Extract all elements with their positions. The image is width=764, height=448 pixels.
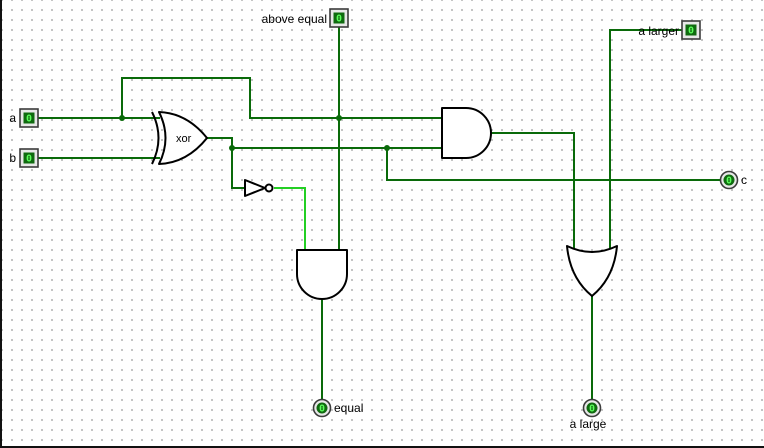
label-b: b xyxy=(9,151,16,165)
not-gate[interactable] xyxy=(244,179,274,197)
and-gate-equal[interactable] xyxy=(296,249,348,300)
wire-a-larger[interactable] xyxy=(609,29,682,258)
pin-above-equal-face xyxy=(333,12,345,24)
pin-above-equal-value: 0 xyxy=(336,14,342,25)
xor-gate-body xyxy=(158,111,208,165)
pin-above-equal[interactable]: 0 xyxy=(329,8,349,28)
pin-a-larger[interactable]: 0 xyxy=(681,20,701,40)
or-gate[interactable] xyxy=(566,245,618,297)
label-c: c xyxy=(741,173,747,187)
pin-b-value: 0 xyxy=(26,154,32,165)
xor-gate-label: xor xyxy=(176,133,192,145)
wire-not-output[interactable] xyxy=(274,187,306,250)
label-equal: equal xyxy=(334,401,363,415)
and-gate-top[interactable] xyxy=(441,107,492,159)
label-a: a xyxy=(9,111,16,125)
not-gate-bubble xyxy=(264,183,274,193)
pin-a-large-value: 0 xyxy=(589,404,595,415)
input-pin-b[interactable]: 0 xyxy=(19,148,39,168)
pin-c-value: 0 xyxy=(726,176,732,187)
pin-c-face xyxy=(723,174,735,186)
xor-gate[interactable]: xor xyxy=(151,111,208,165)
pin-a-larger-face xyxy=(685,24,697,36)
pin-a-large-face xyxy=(586,402,598,414)
wire-and-output-to-or[interactable] xyxy=(491,132,575,258)
label-a-large: a large xyxy=(570,417,607,431)
output-pin-c[interactable]: 0 xyxy=(719,170,739,190)
junction-dot xyxy=(229,145,235,151)
pin-b-face xyxy=(23,152,35,164)
junction-dot xyxy=(336,115,342,121)
wire-a-branch-to-and[interactable] xyxy=(121,77,442,119)
pin-equal-face xyxy=(316,402,328,414)
pin-a-value: 0 xyxy=(26,114,32,125)
and-gate-equal-body xyxy=(296,249,348,300)
output-pin-a-large[interactable]: 0 xyxy=(582,398,602,418)
labels: a b above equal a larger c equal a large xyxy=(9,12,747,431)
wire-xor-output-to-not[interactable] xyxy=(207,137,245,189)
xor-gate-rear-arc xyxy=(151,111,160,165)
output-pin-equal[interactable]: 0 xyxy=(312,398,332,418)
wire-branch-to-c[interactable] xyxy=(386,148,720,181)
junction-dot xyxy=(119,115,125,121)
pin-a-larger-value: 0 xyxy=(688,26,694,37)
pin-a-face xyxy=(23,112,35,124)
label-a-larger: a larger xyxy=(638,24,679,38)
and-gate-top-body xyxy=(441,107,492,159)
label-above-equal: above equal xyxy=(262,12,327,26)
or-gate-body xyxy=(566,245,618,297)
wires xyxy=(38,27,720,399)
not-gate-triangle xyxy=(244,179,266,197)
input-pin-a[interactable]: 0 xyxy=(19,108,39,128)
junction-dot xyxy=(384,145,390,151)
pin-equal-value: 0 xyxy=(319,404,325,415)
